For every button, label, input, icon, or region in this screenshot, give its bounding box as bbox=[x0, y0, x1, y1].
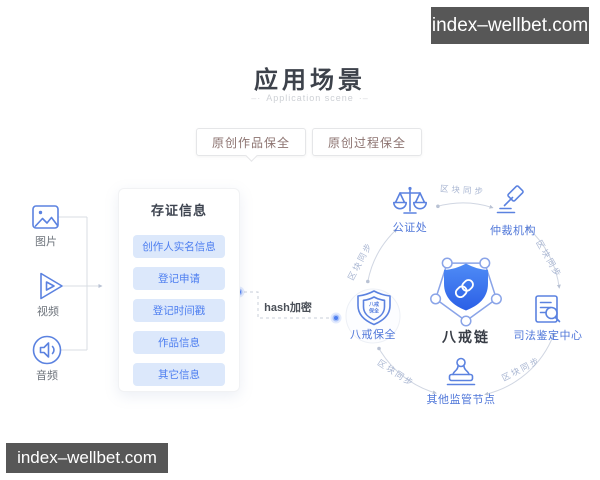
tab-original-work-preservation[interactable]: 原创作品保全 bbox=[196, 128, 306, 162]
glow-dot-shield bbox=[330, 312, 342, 324]
watermark-bottom: index–wellbet.com bbox=[6, 443, 168, 473]
sync-label-arbitration-judicial: 区块同步 bbox=[534, 238, 564, 280]
evidence-panel-title: 存证信息 bbox=[150, 203, 207, 218]
tab-original-process-preservation[interactable]: 原创过程保全 bbox=[312, 128, 422, 156]
shield-icon: 八戒 保全 bbox=[357, 290, 391, 326]
video-icon bbox=[40, 272, 63, 300]
sync-label-bajie-notary: 区块同步 bbox=[345, 240, 375, 282]
evidence-item: 其它信息 bbox=[133, 363, 225, 386]
source-label-audio: 音频 bbox=[36, 370, 58, 382]
tab-label: 原创过程保全 bbox=[327, 135, 406, 150]
sync-arc-bajie-notary bbox=[367, 228, 398, 282]
evidence-panel: 存证信息 创作人实名信息 登记申请 登记时间戳 作品信息 其它信息 bbox=[118, 188, 240, 392]
arc-start-dot bbox=[366, 279, 370, 284]
watermark-top: index–wellbet.com bbox=[431, 7, 589, 44]
gavel-icon bbox=[496, 185, 524, 214]
chain-link-glyph bbox=[454, 279, 474, 299]
node-label-arbitration-institution: 仲裁机构 bbox=[490, 225, 536, 237]
sync-label-judicial-other: 区块同步 bbox=[500, 355, 542, 383]
sync-label-bajie-other: 区块同步 bbox=[375, 357, 417, 389]
tab-label: 原创作品保全 bbox=[211, 135, 290, 150]
stamp-icon bbox=[446, 357, 476, 386]
arc-start-dot bbox=[436, 204, 440, 209]
shield-badge-line2: 保全 bbox=[368, 308, 380, 315]
subtitle-decor-right: ·– bbox=[358, 93, 369, 103]
evidence-item: 登记时间戳 bbox=[133, 299, 225, 322]
source-connector-lines bbox=[58, 216, 88, 351]
node-label-notary-office: 公证处 bbox=[392, 222, 428, 234]
node-label-bajie-preservation: 八戒保全 bbox=[350, 329, 396, 341]
page-subtitle: –· Application scene ·– bbox=[150, 93, 470, 103]
sync-arc-notary-arbitration bbox=[437, 202, 494, 209]
evidence-item: 创作人实名信息 bbox=[133, 235, 225, 258]
page-title: 应用场景 bbox=[254, 67, 366, 94]
tab-active-notch bbox=[245, 149, 258, 162]
document-search-icon bbox=[535, 295, 561, 323]
node-label-other-supervision-nodes: 其他监管节点 bbox=[426, 394, 496, 406]
pentagon-shield-icon bbox=[430, 257, 502, 327]
audio-icon bbox=[32, 335, 62, 365]
arc-start-dot bbox=[377, 346, 381, 351]
sync-label-notary-arbitration: 区块同步 bbox=[439, 183, 487, 197]
hash-encrypt-label: hash加密 bbox=[264, 302, 312, 314]
scales-icon bbox=[393, 186, 427, 214]
evidence-item: 作品信息 bbox=[133, 331, 225, 354]
source-label-video: 视频 bbox=[37, 306, 59, 318]
node-label-judicial-appraisal-center: 司法鉴定中心 bbox=[513, 330, 583, 342]
shield-badge-line1: 八戒 bbox=[368, 301, 379, 308]
source-label-image: 图片 bbox=[35, 236, 57, 248]
subtitle-decor-left: –· bbox=[251, 93, 262, 103]
image-icon bbox=[32, 205, 59, 229]
evidence-item: 登记申请 bbox=[133, 267, 225, 290]
chain-center-label: 八戒链 bbox=[442, 329, 490, 345]
subtitle-text: Application scene bbox=[266, 93, 354, 103]
